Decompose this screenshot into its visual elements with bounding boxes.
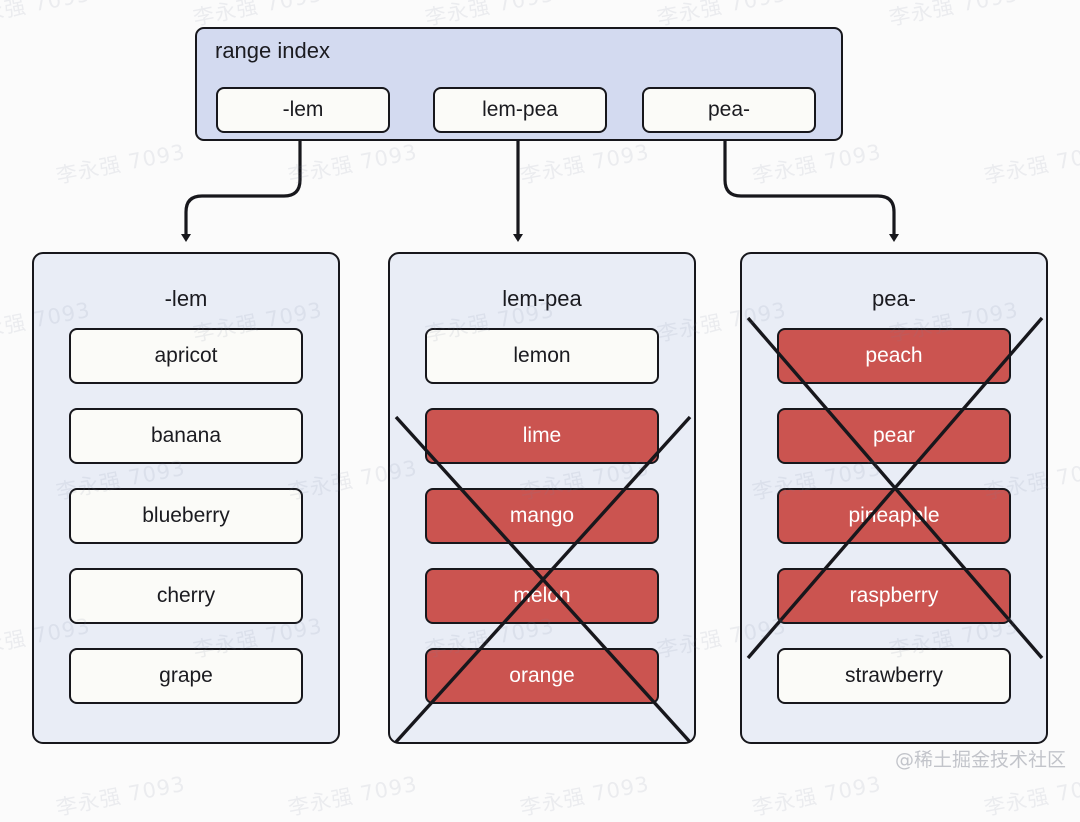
list-item[interactable]: peach	[777, 328, 1011, 384]
list-item[interactable]: strawberry	[777, 648, 1011, 704]
list-item[interactable]: raspberry	[777, 568, 1011, 624]
list-item[interactable]: orange	[425, 648, 659, 704]
range-box-pea[interactable]: pea-	[642, 87, 816, 133]
range-index-panel: range index -lem lem-pea pea-	[195, 27, 843, 141]
column-lem: -lem apricot banana blueberry cherry gra…	[32, 252, 340, 744]
item-list-lem: apricot banana blueberry cherry grape	[69, 328, 303, 728]
column-title-lem-pea: lem-pea	[502, 286, 582, 311]
arrow-to-pea-path	[723, 141, 899, 242]
column-title-lem: -lem	[164, 286, 208, 311]
list-item[interactable]: lime	[425, 408, 659, 464]
column-title-pea: pea-	[871, 286, 917, 311]
list-item[interactable]: mango	[425, 488, 659, 544]
list-item[interactable]: lemon	[425, 328, 659, 384]
item-list-pea: peach pear pineapple raspberry strawberr…	[777, 328, 1011, 728]
range-box-lem[interactable]: -lem	[216, 87, 390, 133]
list-item[interactable]: pineapple	[777, 488, 1011, 544]
list-item[interactable]: apricot	[69, 328, 303, 384]
list-item[interactable]: pear	[777, 408, 1011, 464]
list-item[interactable]: blueberry	[69, 488, 303, 544]
arrow-to-lem-path	[181, 141, 302, 242]
column-pea: pea- peach pear pineapple raspberry stra…	[740, 252, 1048, 744]
list-item[interactable]: banana	[69, 408, 303, 464]
list-item[interactable]: grape	[69, 648, 303, 704]
item-list-lem-pea: lemon lime mango melon orange	[425, 328, 659, 728]
range-index-title: range index	[215, 38, 330, 63]
list-item[interactable]: cherry	[69, 568, 303, 624]
source-watermark: @稀土掘金技术社区	[894, 749, 1066, 771]
range-box-lem-pea[interactable]: lem-pea	[433, 87, 607, 133]
column-lem-pea: lem-pea lemon lime mango melon orange	[388, 252, 696, 744]
list-item[interactable]: melon	[425, 568, 659, 624]
arrow-layer	[181, 141, 899, 242]
